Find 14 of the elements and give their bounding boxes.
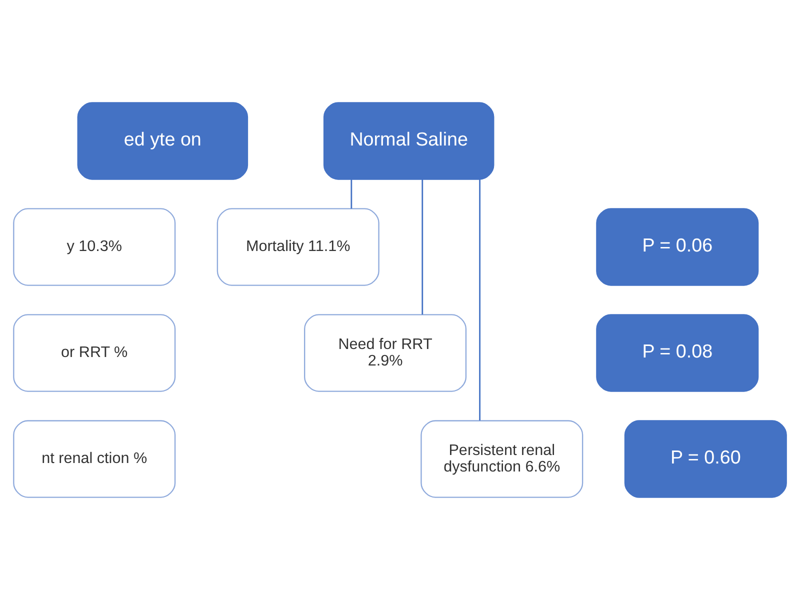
- node-box: P = 0.06: [596, 208, 759, 286]
- node-box: Need for RRT 2.9%: [304, 314, 467, 392]
- node-box: ed yte on: [77, 102, 248, 180]
- node-box: y 10.3%: [13, 208, 176, 286]
- node-box: Mortality 11.1%: [216, 208, 380, 286]
- node-box: Persistent renal dysfunction 6.6%: [420, 420, 584, 498]
- node-box: or RRT %: [13, 314, 176, 392]
- node-box: P = 0.60: [624, 420, 787, 498]
- connector: [479, 179, 480, 421]
- node-box: nt renal ction %: [13, 420, 176, 498]
- node-box: Normal Saline: [323, 102, 494, 180]
- connector: [422, 179, 424, 315]
- node-box: P = 0.08: [596, 314, 759, 392]
- connector: [350, 180, 352, 209]
